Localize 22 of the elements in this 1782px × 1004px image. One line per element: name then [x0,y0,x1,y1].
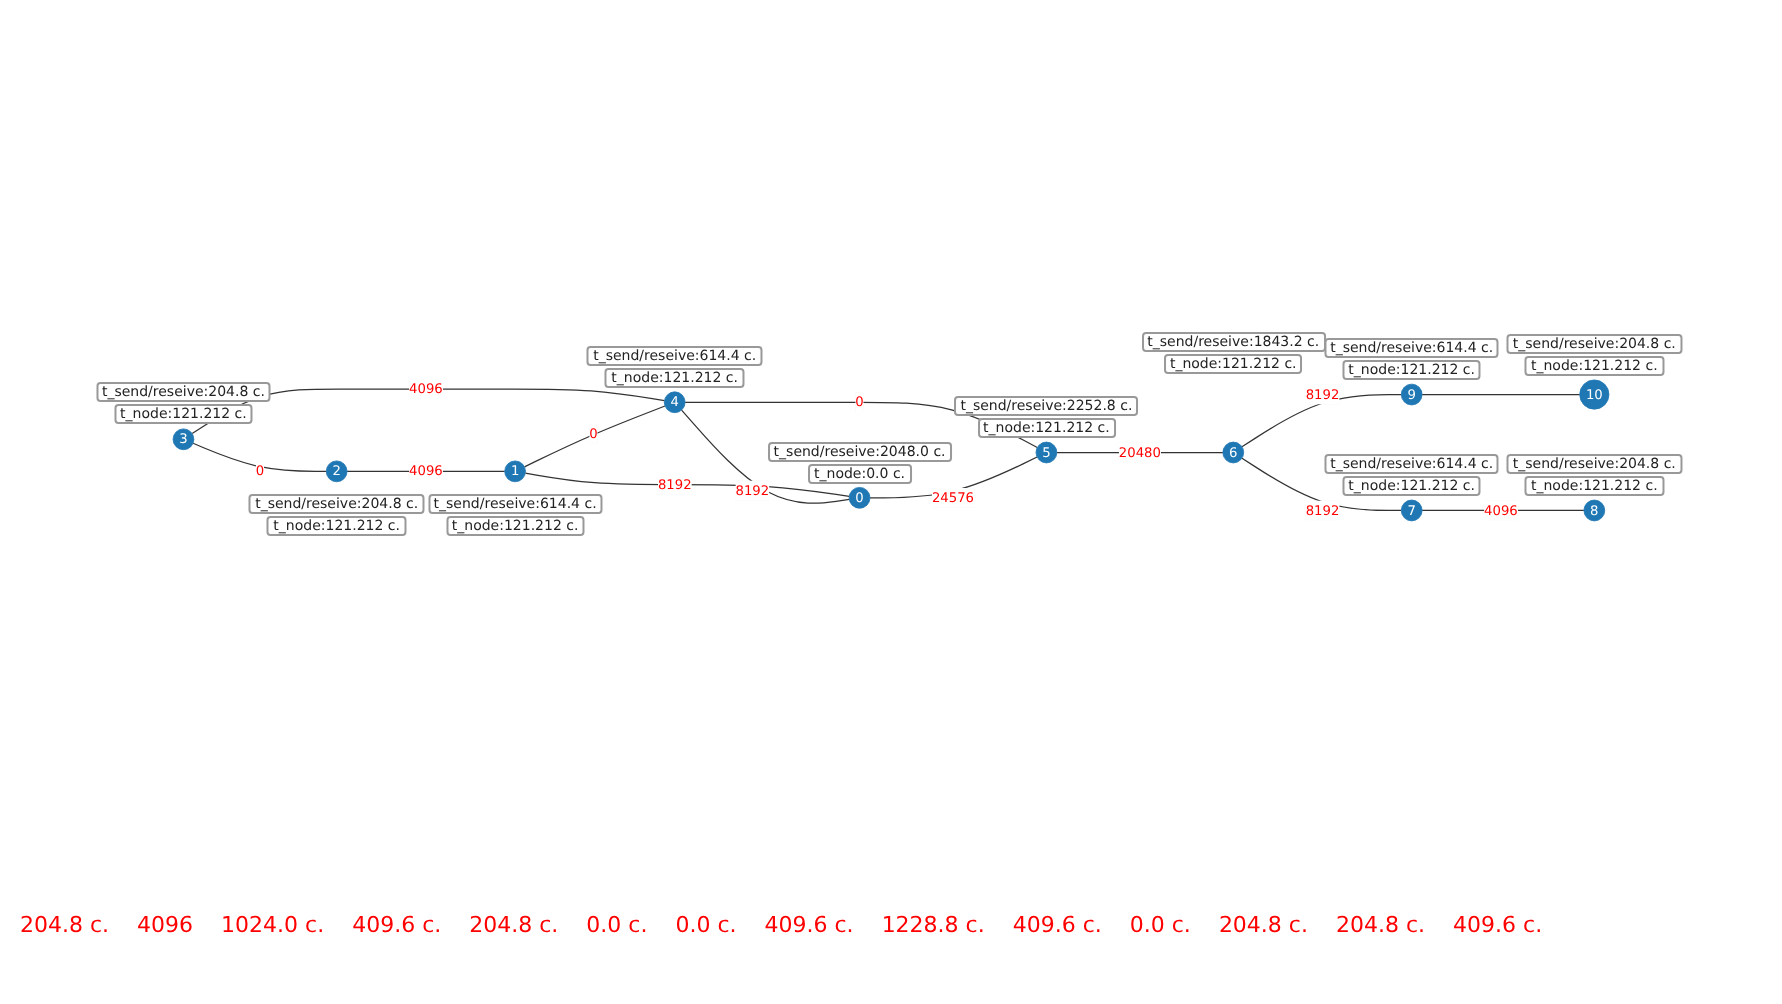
edge-time-label: 204.8 c. [469,912,559,938]
edge-time-label: 409.6 c. [764,912,854,938]
edge-time-label: 204.8 c. [1218,912,1308,938]
connector [869,456,1038,499]
edge-time-label: 204.8 c. [20,912,110,938]
edge-time-label: 0.0 c. [675,912,737,938]
connector [524,472,850,497]
edge-time-label: 1228.8 c. [881,912,985,938]
connector [523,405,666,468]
connector [1241,457,1402,512]
edge-time-label: 4096 [137,912,194,938]
edge-time-label: 0.0 c. [586,912,648,938]
edge-time-label: 204.8 c. [1335,912,1426,938]
edge-time-label: 1024.0 c. [221,912,325,938]
connector [680,409,850,504]
edge-time-label: 409.6 c. [1012,912,1102,938]
edge-time-label: 409.6 c. [1453,912,1543,938]
connector [1241,393,1402,448]
connector [192,442,327,472]
edge-time-label: 409.6 c. [352,912,442,938]
edge-time-label: 0.0 c. [1129,912,1191,938]
connector [1421,393,1581,396]
